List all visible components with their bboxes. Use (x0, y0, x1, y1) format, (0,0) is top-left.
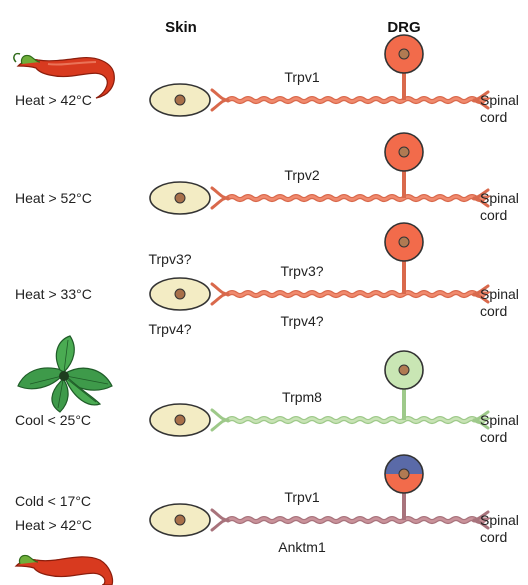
fiber-terminal-skin (212, 90, 228, 110)
skin-cell-nucleus (175, 515, 185, 525)
neuron-nucleus (399, 49, 409, 59)
skin-channel-label: Trpv4? (148, 321, 191, 337)
channel-label: Trpv4? (280, 313, 323, 329)
fiber-terminal-skin (212, 284, 228, 304)
fiber-terminal-skin (212, 188, 228, 208)
neuron-nucleus (399, 365, 409, 375)
spinal-cord-label: Spinal (480, 92, 519, 108)
stimulus-label: Cool < 25°C (15, 412, 91, 428)
skin-cell-nucleus (175, 289, 185, 299)
spinal-cord-label: cord (480, 529, 507, 545)
neuron-nucleus (399, 147, 409, 157)
stimulus-label: Cold < 17°C (15, 493, 91, 509)
spinal-cord-label: cord (480, 207, 507, 223)
fiber-terminal-skin (212, 510, 228, 530)
skin-cell-nucleus (175, 415, 185, 425)
skin-cell-nucleus (175, 193, 185, 203)
stimulus-label: Heat > 42°C (15, 92, 92, 108)
spinal-cord-label: Spinal (480, 190, 519, 206)
channel-label: Trpv3? (280, 263, 323, 279)
mint-leaf-icon (18, 336, 112, 412)
stimulus-label: Heat > 33°C (15, 286, 92, 302)
channel-label: Trpm8 (282, 389, 322, 405)
channel-label: Trpv2 (284, 167, 319, 183)
channel-label: Anktm1 (278, 539, 326, 555)
skin-header: Skin (165, 19, 197, 36)
spinal-cord-label: cord (480, 429, 507, 445)
neuron-nucleus (399, 469, 409, 479)
spinal-cord-label: Spinal (480, 412, 519, 428)
spinal-cord-label: Spinal (480, 512, 519, 528)
sensory-neuron-row: Heat > 33°C Trpv3? Trpv4? Trpv3? Trpv4? Spina… (15, 223, 519, 337)
neuron-nucleus (399, 237, 409, 247)
fiber-terminal-skin (212, 410, 228, 430)
stimulus-label: Heat > 42°C (15, 517, 92, 533)
spinal-cord-label: Spinal (480, 286, 519, 302)
drg-header: DRG (387, 19, 420, 36)
skin-channel-label: Trpv3? (148, 251, 191, 267)
spinal-cord-label: cord (480, 109, 507, 125)
chili-pepper-icon-bottom (16, 555, 113, 585)
skin-cell-nucleus (175, 95, 185, 105)
channel-label: Trpv1 (284, 489, 319, 505)
channel-label: Trpv1 (284, 69, 319, 85)
stimulus-label: Heat > 52°C (15, 190, 92, 206)
spinal-cord-label: cord (480, 303, 507, 319)
